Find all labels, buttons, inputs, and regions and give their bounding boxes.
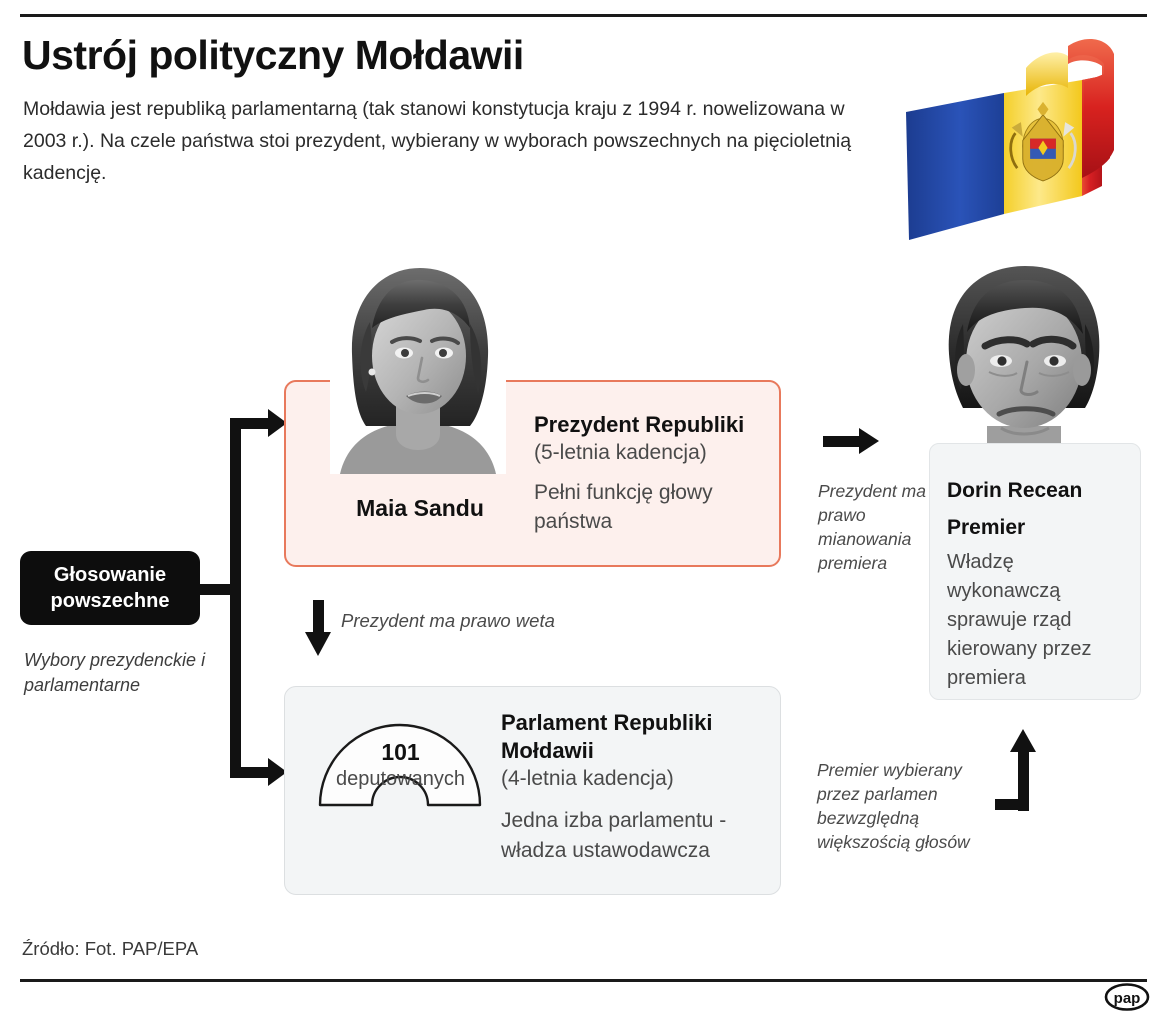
parliament-seats-diagram-icon <box>308 705 493 815</box>
premier-photo <box>929 258 1119 466</box>
page-title: Ustrój polityczny Mołdawii <box>22 32 524 78</box>
popular-vote-box: Głosowanie powszechne <box>20 551 200 625</box>
president-description: Pełni funkcję głowy państwa <box>534 481 713 533</box>
appoint-pm-arrow-icon <box>823 428 883 454</box>
pm-election-annotation: Premier wybierany przez parlamen bezwzgl… <box>817 760 970 852</box>
popular-vote-label: Głosowanie powszechne <box>51 562 170 614</box>
appoint-pm-annotation: Prezydent ma prawo mianowania premiera <box>818 481 926 573</box>
parliament-term: (4-letnia kadencja) <box>501 767 674 790</box>
arrow-head-parliament-icon <box>268 758 287 786</box>
connector-to-parliament <box>230 767 272 778</box>
arrow-head-president-icon <box>268 409 287 437</box>
connector-stub <box>200 584 240 595</box>
popular-vote-note: Wybory prezydenckie i parlamentarne <box>24 650 206 695</box>
popular-vote-line1: Głosowanie <box>53 564 167 586</box>
parliament-card: 101 deputowanych Parlament Republiki Moł… <box>284 686 781 895</box>
premier-name: Dorin Recean <box>947 479 1083 502</box>
veto-arrow-icon <box>305 600 331 656</box>
president-title: Prezydent Republiki <box>534 412 745 437</box>
president-card: Maia Sandu Prezydent Republiki (5-letnia… <box>284 256 781 567</box>
premier-description: Władzę wykonawczą sprawuje rząd kierowan… <box>947 551 1092 689</box>
pm-election-arrow-icon <box>995 729 1043 811</box>
top-divider <box>20 14 1147 17</box>
popular-vote-line2: powszechne <box>50 590 170 612</box>
svg-text:pap: pap <box>1114 990 1141 1007</box>
parliament-title: Parlament Republiki Mołdawii <box>501 710 713 763</box>
pap-logo-icon: pap <box>1104 981 1150 1013</box>
parliament-seat-count: 101 <box>381 739 420 765</box>
connector-spine <box>230 418 241 778</box>
president-term: (5-letnia kadencja) <box>534 441 707 464</box>
source-caption: Źródło: Fot. PAP/EPA <box>22 938 199 959</box>
president-name: Maia Sandu <box>356 495 484 521</box>
parliament-seat-label: deputowanych <box>336 768 465 790</box>
president-photo <box>330 256 506 474</box>
premier-card: Dorin Recean Premier Władzę wykonawczą s… <box>929 443 1141 700</box>
veto-annotation: Prezydent ma prawo weta <box>341 610 555 631</box>
moldova-flag-icon <box>886 18 1161 263</box>
connector-to-president <box>230 418 272 429</box>
parliament-description: Jedna izba parlamentu - władza ustawodaw… <box>501 809 727 862</box>
bottom-divider <box>20 979 1147 982</box>
premier-role: Premier <box>947 516 1026 539</box>
page-subtitle: Mołdawia jest republiką parlamentarną (t… <box>23 98 852 184</box>
